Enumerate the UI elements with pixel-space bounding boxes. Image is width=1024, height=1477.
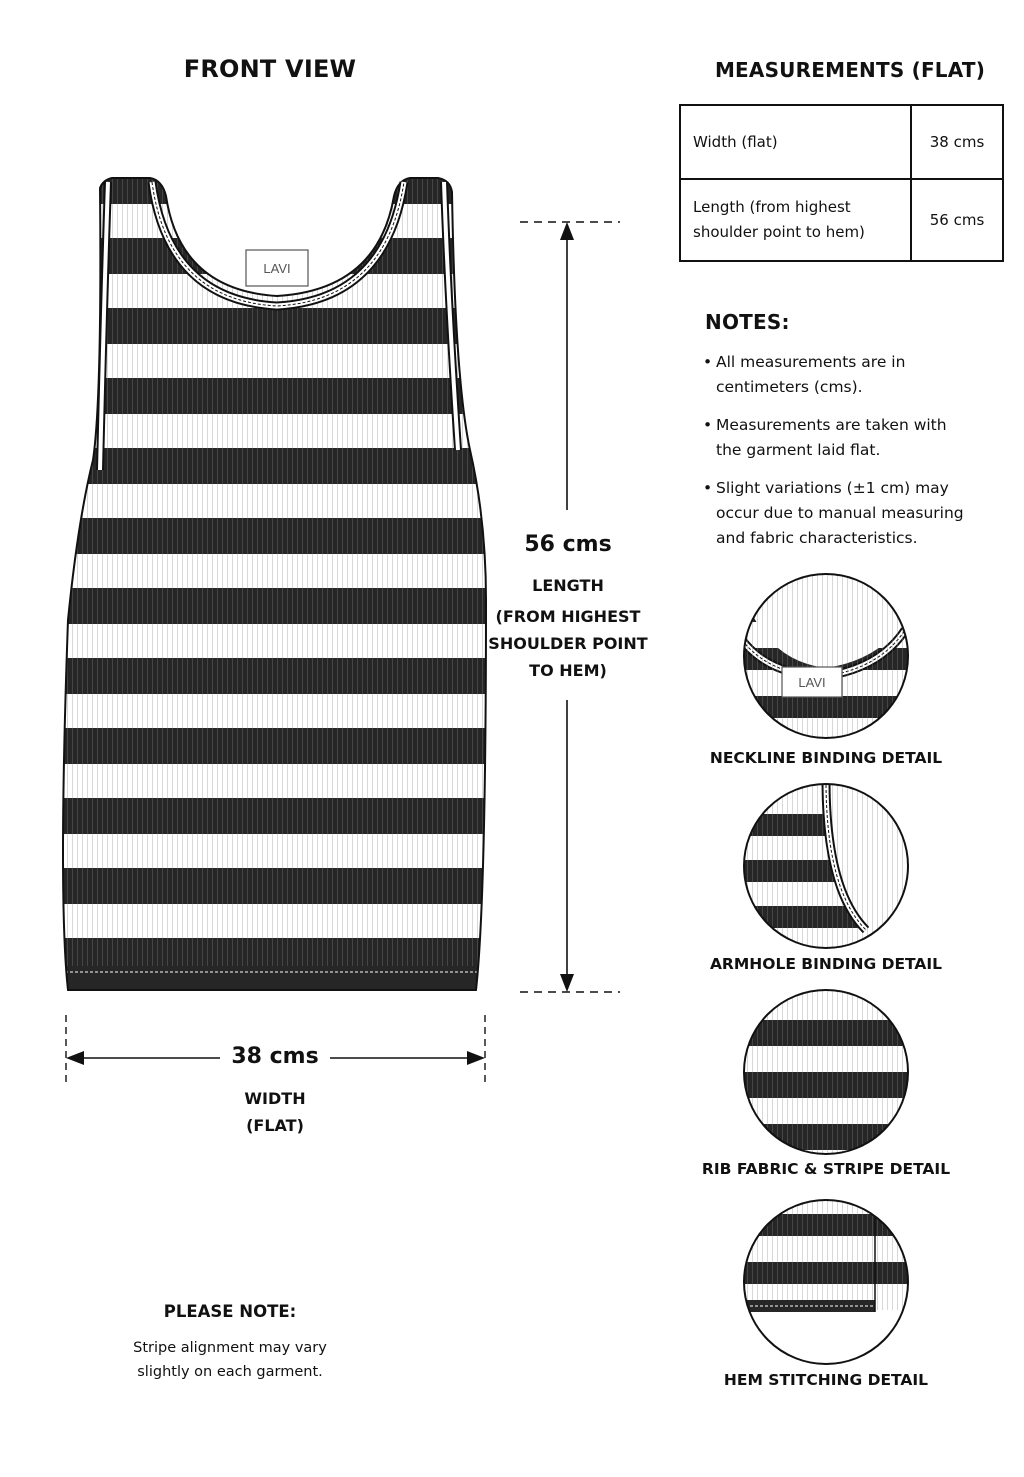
arrow-up-icon <box>560 222 574 240</box>
list-item: Measurements are taken with the garment … <box>703 413 983 463</box>
please-note-line2: slightly on each garment. <box>137 1364 323 1380</box>
neckline-detail-label: NECKLINE BINDING DETAIL <box>709 749 943 767</box>
width-label-line1: WIDTH <box>244 1089 306 1108</box>
note-2-line1: Measurements are taken with <box>716 416 947 434</box>
length-sub-line3: TO HEM) <box>529 661 607 680</box>
neckline-detail-circle: LAVI <box>743 573 909 739</box>
width-label-cell: Width (flat) <box>679 104 912 180</box>
hem-detail-label: HEM STITCHING DETAIL <box>723 1371 929 1389</box>
length-dimension-line <box>520 221 620 993</box>
width-dimension-line <box>65 1015 486 1085</box>
width-label-line2: (FLAT) <box>246 1116 304 1135</box>
list-item: All measurements are in centimeters (cms… <box>703 350 983 400</box>
please-note-title: PLEASE NOTE: <box>163 1302 297 1321</box>
length-sublabel: (FROM HIGHEST SHOULDER POINT TO HEM) <box>480 603 656 684</box>
measurements-title: MEASUREMENTS (FLAT) <box>714 58 986 82</box>
rib-detail-label: RIB FABRIC & STRIPE DETAIL <box>701 1160 951 1178</box>
table-row: Length (from highest shoulder point to h… <box>679 178 1004 262</box>
length-value: 56 cms <box>524 532 612 557</box>
length-label-cell: Length (from highest shoulder point to h… <box>679 178 912 262</box>
length-sub-line1: (FROM HIGHEST <box>495 607 641 626</box>
garment-label-tag <box>245 249 309 287</box>
notes-list: All measurements are in centimeters (cms… <box>703 350 983 564</box>
length-sub-line2: SHOULDER POINT <box>488 634 648 653</box>
note-3-line2: occur due to manual measuring <box>716 504 964 522</box>
measurements-table: Width (flat) 38 cms Length (from highest… <box>679 104 1004 262</box>
armhole-detail-label: ARMHOLE BINDING DETAIL <box>709 955 943 973</box>
table-row: Width (flat) 38 cms <box>679 104 1004 180</box>
width-value-cell: 38 cms <box>910 104 1004 180</box>
width-value: 38 cms <box>231 1044 319 1069</box>
note-3-line1: Slight variations (±1 cm) may <box>716 479 949 497</box>
list-item: Slight variations (±1 cm) may occur due … <box>703 476 983 551</box>
length-label-line1: Length (from highest <box>693 198 851 216</box>
arrow-right-icon <box>467 1051 485 1065</box>
armhole-detail-circle <box>743 783 909 949</box>
note-1-line1: All measurements are in <box>716 353 906 371</box>
note-1-line2: centimeters (cms). <box>716 378 863 396</box>
rib-stripe-detail-circle <box>743 989 909 1155</box>
width-label: WIDTH (FLAT) <box>200 1085 350 1139</box>
length-label-line2: shoulder point to hem) <box>693 223 865 241</box>
garment-label-text: LAVI <box>263 261 290 276</box>
notes-title: NOTES: <box>705 310 790 334</box>
arrow-down-icon <box>560 974 574 992</box>
length-label: LENGTH <box>532 576 604 595</box>
note-3-line3: and fabric characteristics. <box>716 529 918 547</box>
arrow-left-icon <box>66 1051 84 1065</box>
please-note-text: Stripe alignment may vary slightly on ea… <box>110 1336 350 1384</box>
note-2-line2: the garment laid flat. <box>716 441 881 459</box>
hem-stitching-detail-circle <box>743 1199 909 1365</box>
length-value-cell: 56 cms <box>910 178 1004 262</box>
please-note-line1: Stripe alignment may vary <box>133 1340 327 1356</box>
front-view-title: FRONT VIEW <box>183 55 357 83</box>
neckline-tag-text: LAVI <box>798 675 825 690</box>
tank-top-illustration: LAVI <box>62 177 488 991</box>
